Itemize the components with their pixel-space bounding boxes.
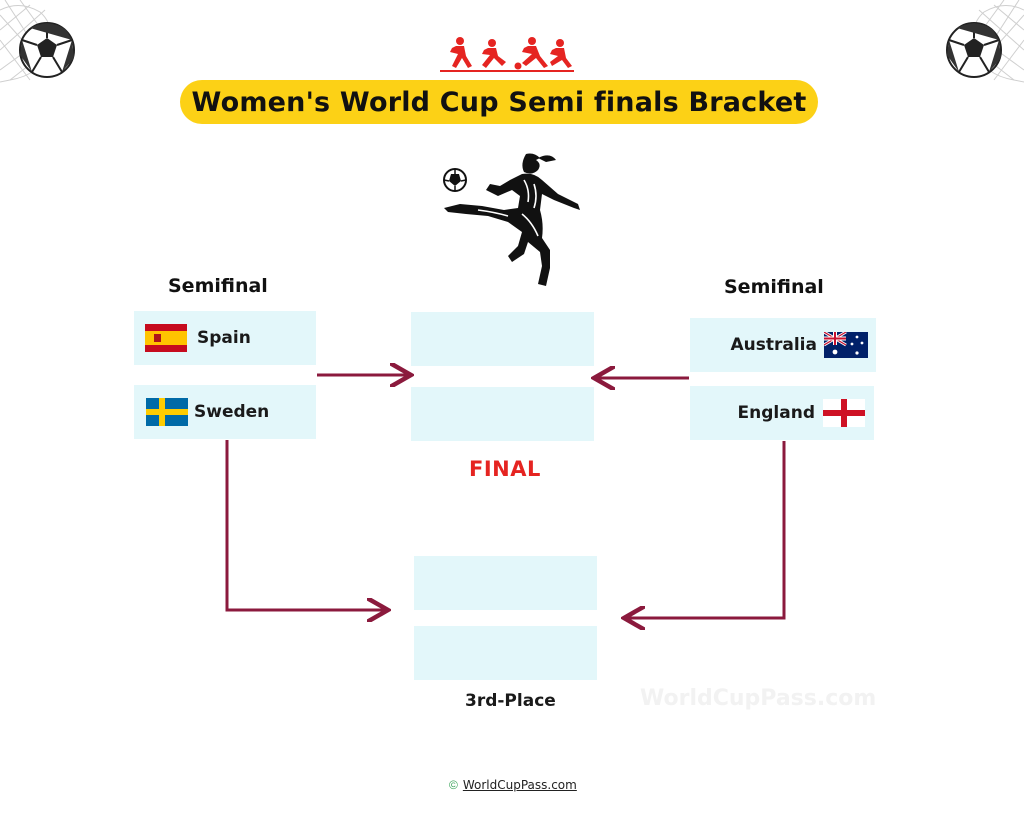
- footer-link[interactable]: WorldCupPass.com: [462, 778, 577, 792]
- team-slot-australia: Australia: [690, 318, 876, 372]
- final-slot-bottom: [411, 387, 594, 441]
- australia-flag-icon: [824, 332, 868, 358]
- third-place-label: 3rd-Place: [465, 691, 556, 711]
- bracket-title: Women's World Cup Semi finals Bracket: [180, 80, 818, 124]
- corner-net-ball-right-icon: [946, 0, 1024, 83]
- left-semifinal-heading: Semifinal: [168, 275, 268, 297]
- players-running-icon: [440, 37, 574, 72]
- corner-net-ball-left-icon: [0, 0, 75, 83]
- team-slot-sweden: Sweden: [134, 385, 316, 439]
- footer: © WorldCupPass.com: [449, 778, 577, 792]
- copyright-icon: ©: [449, 778, 458, 792]
- spain-flag-icon: [145, 324, 187, 352]
- third-place-slot-top: [414, 556, 597, 610]
- sweden-flag-icon: [146, 398, 188, 426]
- watermark-text: WorldCupPass.com: [640, 686, 877, 711]
- team-name: Spain: [197, 328, 251, 348]
- arrow-right-to-third: [627, 441, 786, 618]
- team-name: Sweden: [194, 402, 270, 422]
- right-semifinal-heading: Semifinal: [724, 276, 824, 298]
- third-place-slot-bottom: [414, 626, 597, 680]
- arrow-left-to-third: [225, 440, 385, 610]
- final-label: FINAL: [469, 457, 541, 481]
- soccer-player-kick-icon: [443, 153, 580, 286]
- team-name: England: [737, 403, 815, 423]
- team-slot-england: England: [690, 386, 874, 440]
- team-slot-spain: Spain: [134, 311, 316, 365]
- england-flag-icon: [823, 399, 865, 427]
- team-name: Australia: [730, 335, 818, 355]
- final-slot-top: [411, 312, 594, 366]
